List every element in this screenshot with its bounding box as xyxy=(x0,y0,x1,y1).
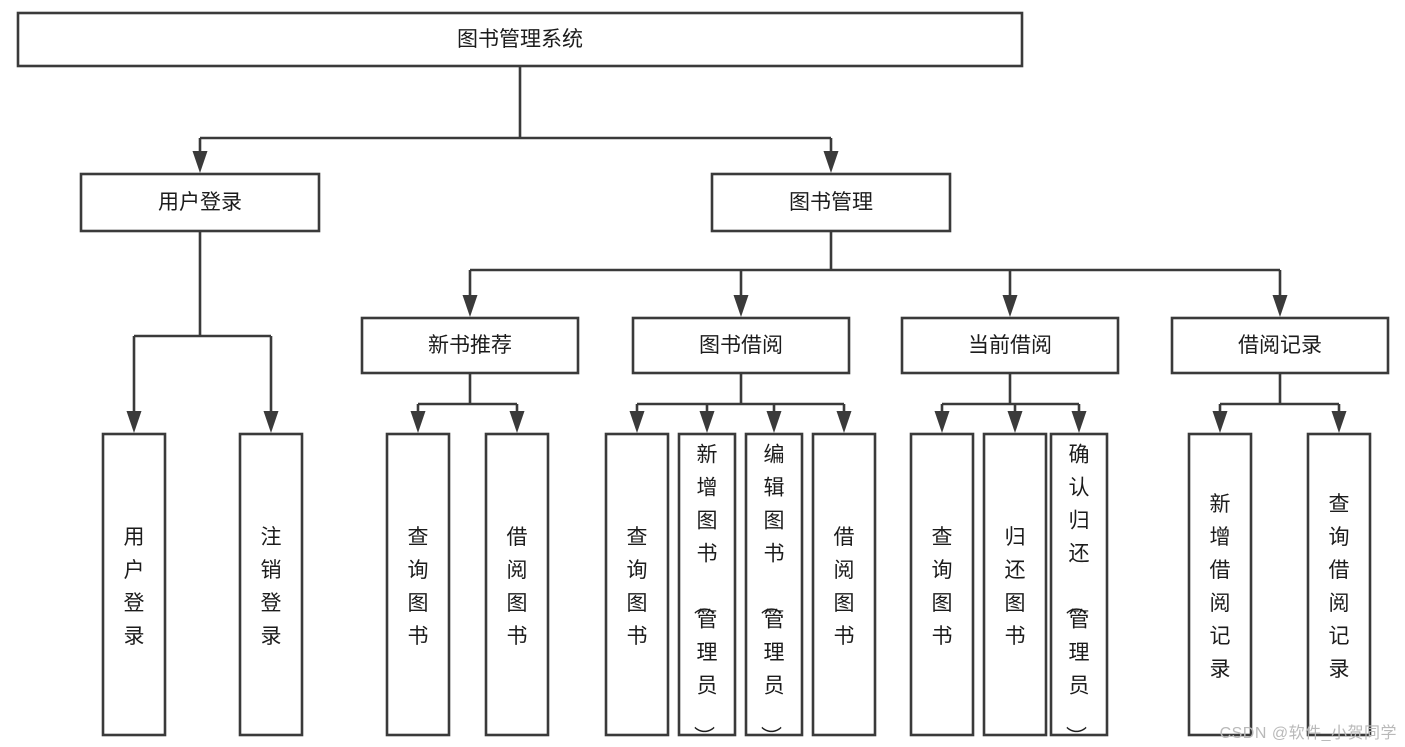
node-box[interactable] xyxy=(1306,432,1372,737)
connectors-layer xyxy=(126,66,1347,433)
node-book-borrow[interactable]: 图书借阅 xyxy=(631,316,851,375)
node-box[interactable] xyxy=(238,432,304,737)
node-leaf-user-login[interactable]: 用户登录 xyxy=(101,432,167,737)
node-label: 借阅图书 xyxy=(507,526,528,648)
node-label: 新增借阅记录 xyxy=(1210,493,1231,681)
node-label: 归还图书 xyxy=(1005,526,1026,648)
arrow-head-icon xyxy=(1272,295,1288,317)
arrow-head-icon xyxy=(766,411,782,433)
node-box[interactable] xyxy=(385,432,451,737)
node-box[interactable] xyxy=(900,316,1120,375)
node-box[interactable] xyxy=(1187,432,1253,737)
node-label: 用户登录 xyxy=(124,526,145,648)
node-box[interactable] xyxy=(909,432,975,737)
node-box[interactable] xyxy=(631,316,851,375)
connector-group-new-book-recommend xyxy=(410,373,525,433)
node-label: 图书管理 xyxy=(789,191,873,214)
node-label: 新书推荐 xyxy=(428,334,512,357)
node-box[interactable] xyxy=(101,432,167,737)
node-box[interactable] xyxy=(710,172,952,233)
node-label: 用户登录 xyxy=(158,191,242,214)
node-label: 当前借阅 xyxy=(968,334,1052,357)
node-box[interactable] xyxy=(79,172,321,233)
node-label: 注销登录 xyxy=(261,526,282,648)
node-label: 查询图书 xyxy=(932,526,953,648)
node-leaf-borrow-book-1[interactable]: 借阅图书 xyxy=(484,432,550,737)
node-user-login[interactable]: 用户登录 xyxy=(79,172,321,233)
node-label: 查询图书 xyxy=(627,526,648,648)
node-box[interactable] xyxy=(16,11,1024,68)
connector-group-user-login xyxy=(126,231,279,433)
node-box[interactable] xyxy=(744,432,804,737)
arrow-head-icon xyxy=(934,411,950,433)
node-leaf-query-record[interactable]: 查询借阅记录 xyxy=(1306,432,1372,737)
node-leaf-add-record[interactable]: 新增借阅记录 xyxy=(1187,432,1253,737)
node-root[interactable]: 图书管理系统 xyxy=(16,11,1024,68)
node-leaf-borrow-book-2[interactable]: 借阅图书 xyxy=(811,432,877,737)
node-box[interactable] xyxy=(360,316,580,375)
arrow-head-icon xyxy=(1002,295,1018,317)
arrow-head-icon xyxy=(509,411,525,433)
arrow-head-icon xyxy=(699,411,715,433)
node-leaf-edit-book[interactable]: 编辑图书（管理员） xyxy=(744,432,804,747)
node-box[interactable] xyxy=(677,432,737,737)
connector-group-book-borrow xyxy=(629,373,852,433)
node-leaf-confirm-return[interactable]: 确认归还（管理员） xyxy=(1049,432,1109,747)
arrow-head-icon xyxy=(126,411,142,433)
node-label: 查询借阅记录 xyxy=(1329,493,1350,681)
node-label: 新增图书（管理员） xyxy=(692,444,718,747)
arrow-head-icon xyxy=(629,411,645,433)
node-new-book-recommend[interactable]: 新书推荐 xyxy=(360,316,580,375)
arrow-head-icon xyxy=(410,411,426,433)
node-leaf-logout[interactable]: 注销登录 xyxy=(238,432,304,737)
node-label: 查询图书 xyxy=(408,526,429,648)
node-box[interactable] xyxy=(484,432,550,737)
arrow-head-icon xyxy=(263,411,279,433)
node-label: 借阅记录 xyxy=(1238,334,1322,357)
node-borrow-record[interactable]: 借阅记录 xyxy=(1170,316,1390,375)
node-leaf-add-book[interactable]: 新增图书（管理员） xyxy=(677,432,737,747)
connector-group-root xyxy=(192,66,839,173)
node-box[interactable] xyxy=(982,432,1048,737)
arrow-head-icon xyxy=(836,411,852,433)
nodes-layer: 图书管理系统用户登录图书管理新书推荐图书借阅当前借阅借阅记录用户登录注销登录查询… xyxy=(16,11,1390,747)
node-leaf-query-book-3[interactable]: 查询图书 xyxy=(909,432,975,737)
node-leaf-query-book-2[interactable]: 查询图书 xyxy=(604,432,670,737)
arrow-head-icon xyxy=(1007,411,1023,433)
arrow-head-icon xyxy=(823,151,839,173)
node-label: 确认归还（管理员） xyxy=(1064,444,1090,747)
node-leaf-return-book[interactable]: 归还图书 xyxy=(982,432,1048,737)
arrow-head-icon xyxy=(1212,411,1228,433)
arrow-head-icon xyxy=(1071,411,1087,433)
node-label: 借阅图书 xyxy=(834,526,855,648)
connector-group-book-manage xyxy=(462,231,1288,317)
arrow-head-icon xyxy=(1331,411,1347,433)
node-label: 图书借阅 xyxy=(699,334,783,357)
node-current-borrow[interactable]: 当前借阅 xyxy=(900,316,1120,375)
arrow-head-icon xyxy=(462,295,478,317)
node-label: 图书管理系统 xyxy=(457,28,583,51)
node-box[interactable] xyxy=(811,432,877,737)
arrow-head-icon xyxy=(192,151,208,173)
connector-group-current-borrow xyxy=(934,373,1087,433)
arrow-head-icon xyxy=(733,295,749,317)
node-leaf-query-book-1[interactable]: 查询图书 xyxy=(385,432,451,737)
node-box[interactable] xyxy=(604,432,670,737)
node-book-manage[interactable]: 图书管理 xyxy=(710,172,952,233)
watermark-label: CSDN @软件_小贺同学 xyxy=(1219,725,1397,742)
node-label: 编辑图书（管理员） xyxy=(759,444,785,747)
connector-group-borrow-record xyxy=(1212,373,1347,433)
node-box[interactable] xyxy=(1049,432,1109,737)
node-box[interactable] xyxy=(1170,316,1390,375)
